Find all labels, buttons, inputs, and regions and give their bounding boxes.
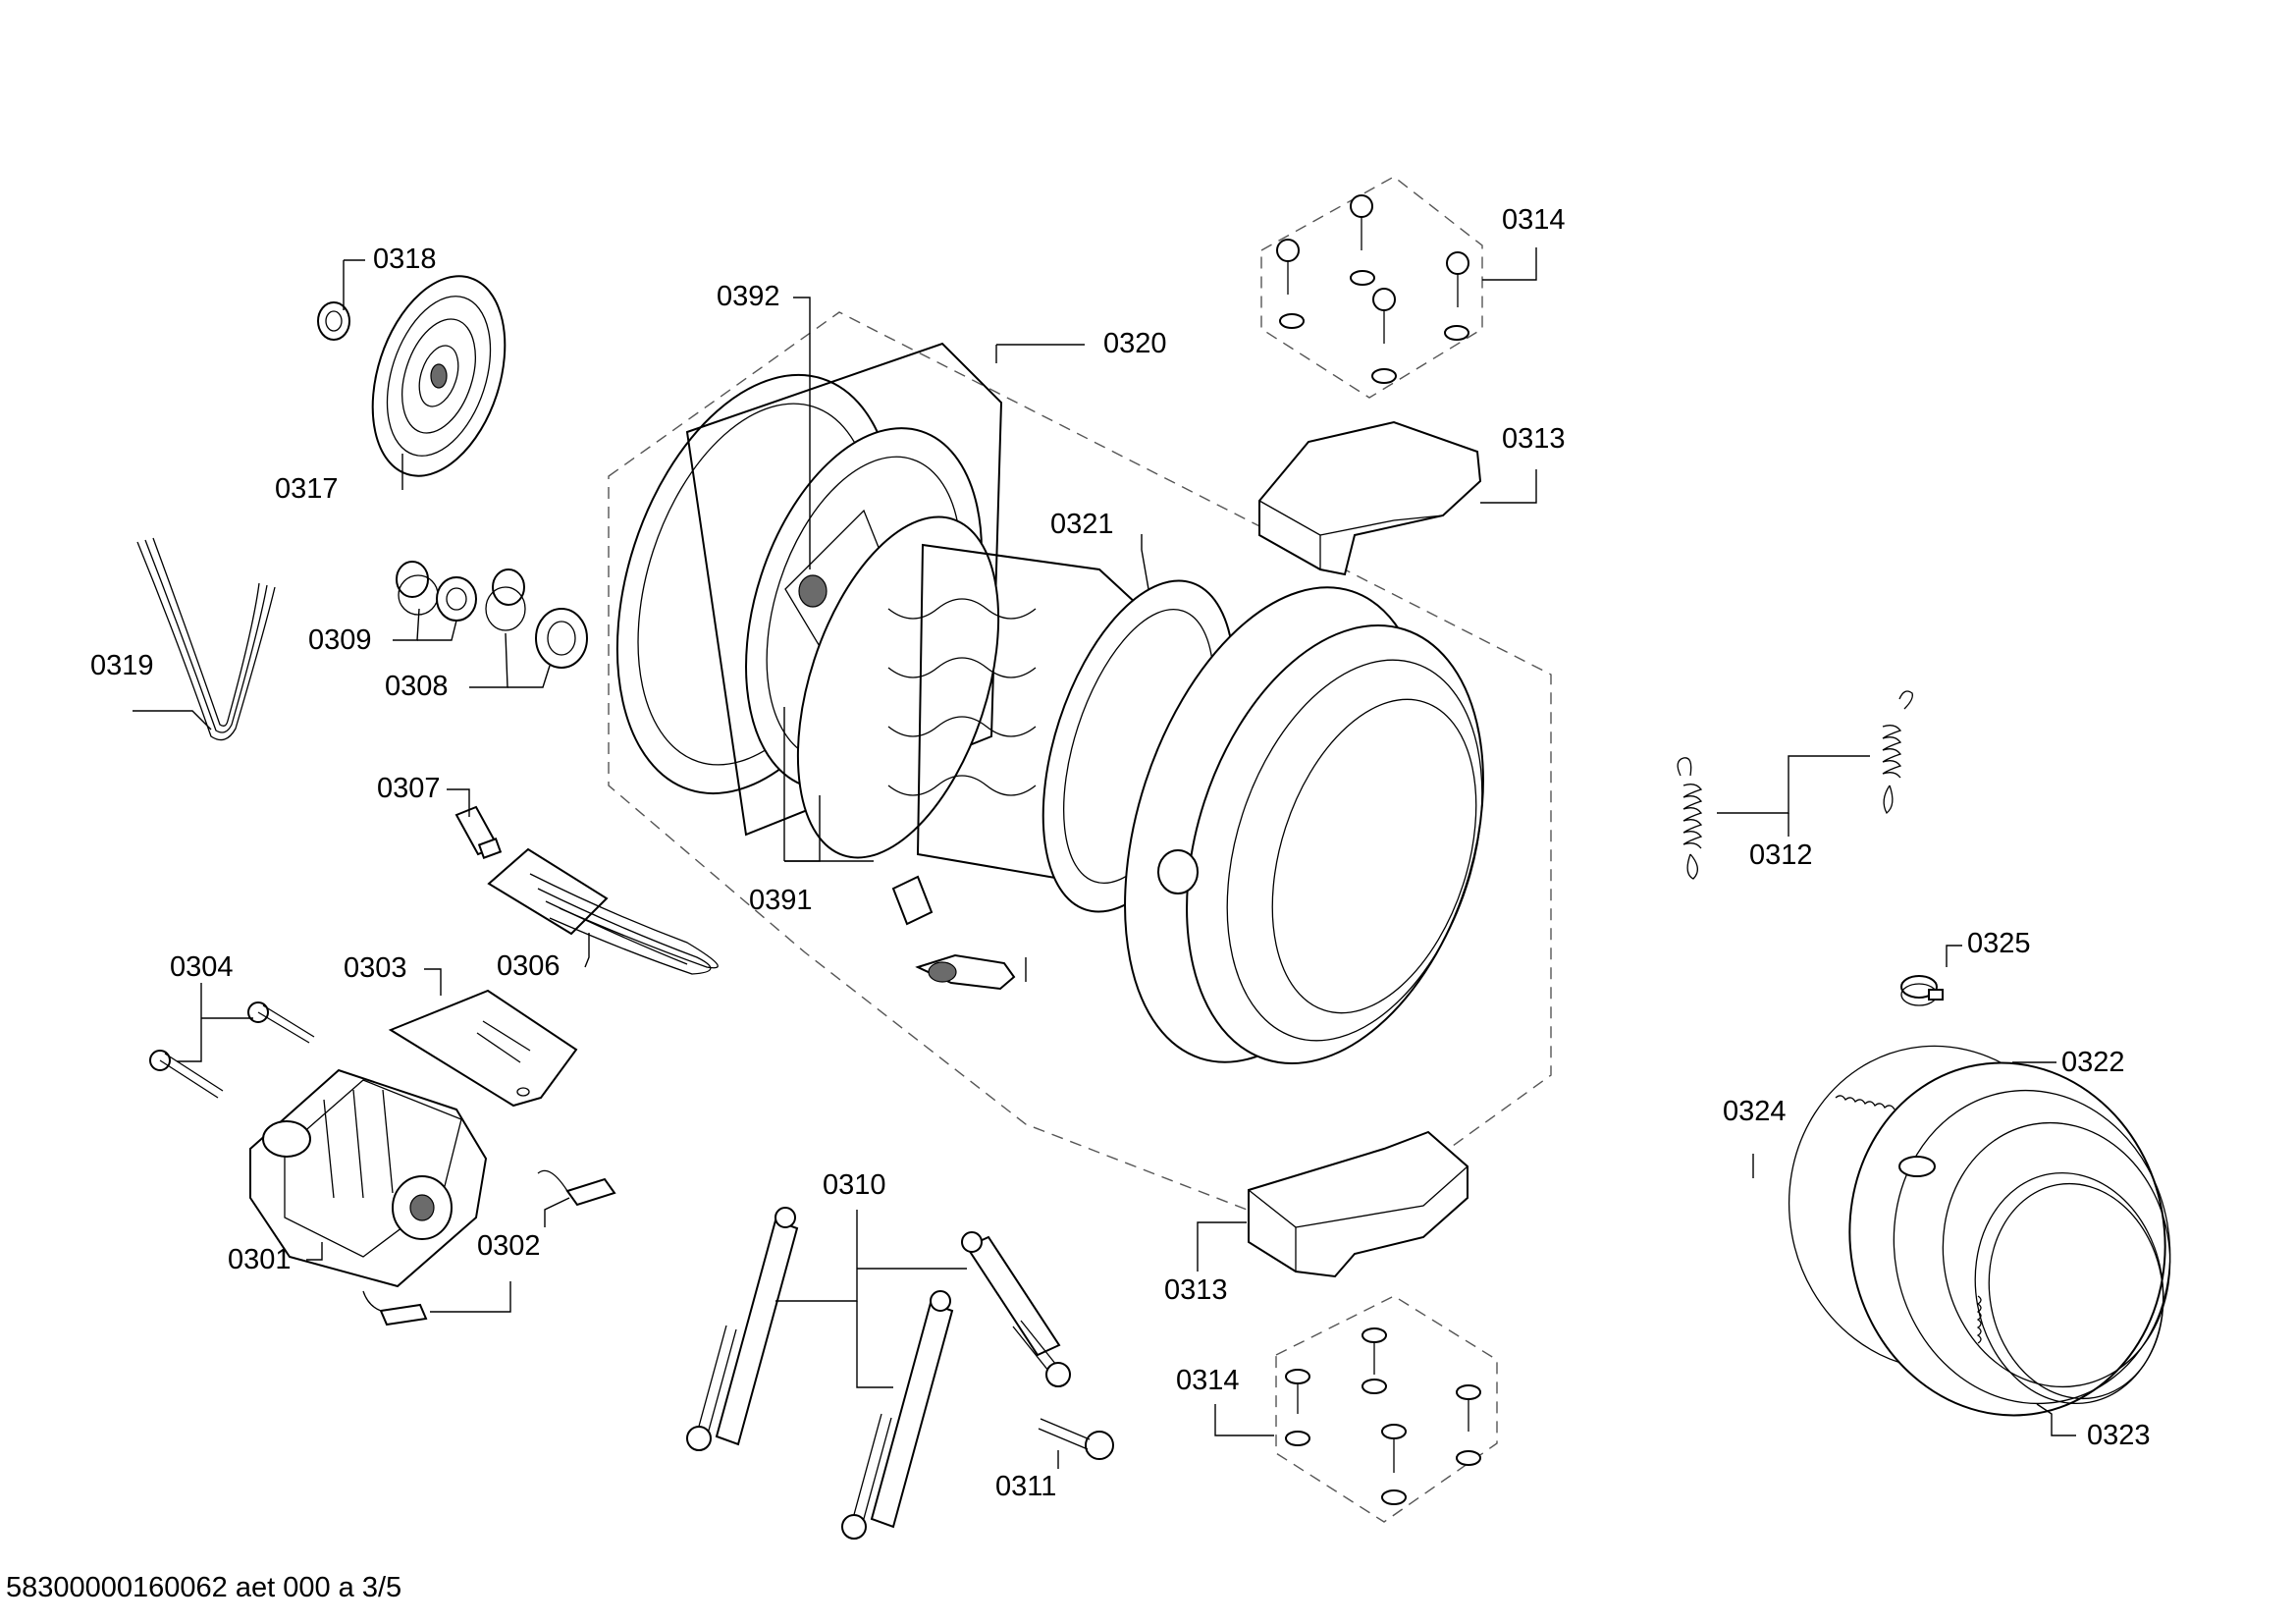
part-0303-insulation-sheet [388, 989, 578, 1108]
leader-0308-b [507, 665, 551, 688]
label-0311: 0311 [995, 1471, 1057, 1502]
leader-0325 [1946, 945, 1962, 967]
part-0325-clamp [1900, 975, 1944, 1006]
label-0325: 0325 [1967, 928, 2031, 959]
leader-0314-bottom [1214, 1404, 1274, 1436]
label-0304: 0304 [170, 951, 234, 983]
part-0313-top-counterweight [1258, 420, 1482, 576]
label-0301: 0301 [228, 1244, 292, 1275]
leader-0306 [584, 933, 590, 968]
label-0320: 0320 [1103, 328, 1167, 359]
leader-0392 [793, 297, 811, 569]
label-0318: 0318 [373, 244, 437, 275]
leader-0391-c [784, 795, 821, 862]
leader-0302-b [430, 1281, 511, 1313]
group-outline-0314-bottom [1275, 1295, 1498, 1523]
leader-0309-b [417, 620, 457, 641]
leader-0310-b [856, 1301, 893, 1388]
leader-0309-a [393, 608, 420, 641]
label-0322: 0322 [2061, 1047, 2125, 1078]
part-0318-nut [317, 301, 350, 341]
label-0314-top: 0314 [1502, 204, 1566, 236]
part-0310-shock-absorbers [686, 1207, 1071, 1540]
leader-0303 [424, 968, 442, 996]
label-0313-top: 0313 [1502, 423, 1566, 455]
leader-0312 [1717, 755, 1870, 814]
label-0313-bottom: 0313 [1164, 1274, 1228, 1306]
label-0392: 0392 [717, 281, 780, 312]
leader-0314-top [1482, 247, 1537, 281]
label-0314-bottom: 0314 [1176, 1365, 1240, 1396]
label-0323: 0323 [2087, 1420, 2151, 1451]
label-0321: 0321 [1050, 509, 1114, 540]
part-0302-carbon-brushes [362, 1169, 616, 1326]
label-0307: 0307 [377, 773, 441, 804]
part-0319-belt [136, 537, 276, 741]
group-outline-drum [608, 311, 1552, 1240]
part-0313-bottom-counterweight [1248, 1130, 1468, 1278]
leader-0313-top [1480, 469, 1537, 504]
part-0306-heater [487, 847, 719, 975]
leader-0301 [306, 1242, 323, 1261]
part-front-tub [1124, 586, 1484, 1064]
part-0314-bottom-feet [1285, 1327, 1481, 1505]
label-0309: 0309 [308, 624, 372, 656]
part-0312-springs [1677, 690, 1913, 880]
part-0301-motor [249, 1068, 488, 1288]
leader-0307 [447, 788, 470, 817]
part-0311-bolt [1038, 1418, 1114, 1460]
label-0391: 0391 [749, 885, 813, 916]
label-0312: 0312 [1749, 839, 1813, 871]
leader-0302-a [544, 1197, 570, 1227]
part-0322-door-seal [1848, 1061, 2171, 1417]
leader-0313-bottom [1197, 1221, 1247, 1272]
label-0324: 0324 [1723, 1096, 1787, 1127]
leader-0308-a [469, 632, 508, 688]
document-id: 58300000160062 aet 000 a 3/5 [6, 1572, 402, 1603]
label-0308: 0308 [385, 671, 449, 702]
leader-0321 [1141, 534, 1149, 590]
part-0307-sensor [454, 805, 503, 859]
part-0391-paddles [891, 875, 1016, 991]
part-0317-pulley [371, 275, 507, 477]
label-0303: 0303 [344, 952, 407, 984]
label-0319: 0319 [90, 650, 154, 681]
label-0306: 0306 [497, 950, 561, 982]
part-0309-bearing [396, 561, 477, 622]
leader-0304-c [177, 1018, 202, 1062]
part-0304-screws [149, 1001, 315, 1099]
label-0317: 0317 [275, 473, 339, 505]
part-0314-top-feet [1276, 194, 1469, 384]
part-0323-clamp-ring [1974, 1171, 2164, 1405]
label-0310: 0310 [823, 1169, 886, 1201]
part-0308-bearing [485, 568, 588, 669]
leader-0319 [133, 710, 212, 731]
label-0302: 0302 [477, 1230, 541, 1262]
leader-0323 [2036, 1403, 2076, 1436]
